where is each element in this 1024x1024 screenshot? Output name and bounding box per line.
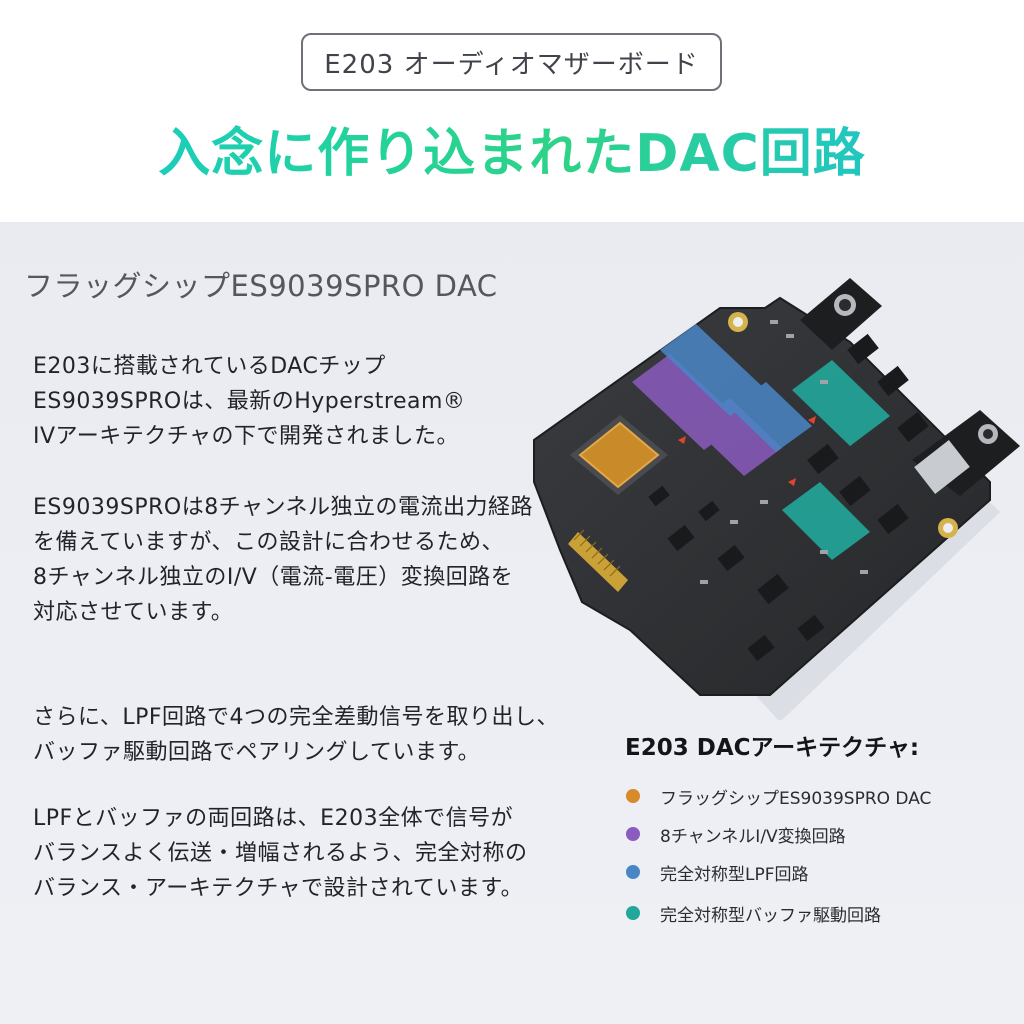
buffer-highlight — [782, 360, 890, 560]
legend-item-buffer: 完全対称型バッファ駆動回路 — [626, 901, 881, 926]
header-area: E203 オーディオマザーボード 入念に作り込まれたDAC回路 — [0, 0, 1024, 222]
dac-board-image — [520, 250, 1024, 722]
product-tag: E203 オーディオマザーボード — [301, 33, 722, 91]
paragraph-line: バッファ駆動回路でペアリングしています。 — [33, 740, 481, 765]
paragraph-line: 対応させています。 — [33, 600, 234, 625]
audio-jack — [800, 278, 882, 350]
legend-item-iv: 8チャンネルI/V変換回路 — [626, 822, 846, 847]
paragraph-line: LPFとバッファの両回路は、E203全体で信号が — [33, 806, 514, 831]
section-subtitle: フラッグシップES9039SPRO DAC — [24, 269, 498, 303]
paragraph-3: さらに、LPF回路で4つの完全差動信号を取り出し、 バッファ駆動回路でペアリング… — [33, 700, 593, 770]
paragraph-line: 8チャンネル独立のI/V（電流-電圧）変換回路を — [33, 565, 514, 590]
headline: 入念に作り込まれたDAC回路 — [0, 118, 1024, 190]
teal-dot-icon — [626, 906, 640, 920]
paragraph-line: ES9039SPROは8チャンネル独立の電流出力経路 — [33, 495, 534, 520]
paragraph-line: を備えていますが、この設計に合わせるため、 — [33, 530, 504, 555]
legend-label: 完全対称型LPF回路 — [660, 864, 809, 885]
board-illustration — [533, 278, 1020, 722]
paragraph-line: ES9039SPROは、最新のHyperstream® — [33, 389, 466, 414]
architecture-title: E203 DACアーキテクチャ: — [625, 735, 920, 761]
paragraph-line: IVアーキテクチャの下で開発されました。 — [33, 424, 459, 449]
pcb-board — [533, 296, 991, 696]
paragraph-line: E203に搭載されているDACチップ — [33, 354, 386, 379]
iv-converter-highlight — [632, 354, 782, 476]
paragraph-line: さらに、LPF回路で4つの完全差動信号を取り出し、 — [33, 705, 560, 730]
purple-dot-icon — [626, 827, 640, 841]
edge-connector — [568, 529, 628, 592]
dac-chip-highlight — [570, 415, 668, 495]
legend-item-dac: フラッグシップES9039SPRO DAC — [626, 784, 932, 809]
legend-item-lpf: 完全対称型LPF回路 — [626, 860, 809, 885]
legend-label: 8チャンネルI/V変換回路 — [660, 826, 846, 847]
paragraph-line: バランスよく伝送・増幅されるよう、完全対称の — [33, 841, 528, 866]
audio-jack — [912, 410, 1020, 496]
paragraph-2: ES9039SPROは8チャンネル独立の電流出力経路 を備えていますが、この設計… — [33, 490, 593, 630]
paragraph-line: バランス・アーキテクチャで設計されています。 — [33, 876, 524, 901]
legend-label: フラッグシップES9039SPRO DAC — [660, 788, 932, 809]
orange-dot-icon — [626, 789, 640, 803]
blue-dot-icon — [626, 865, 640, 879]
paragraph-1: E203に搭載されているDACチップ ES9039SPROは、最新のHypers… — [33, 349, 593, 454]
paragraph-4: LPFとバッファの両回路は、E203全体で信号が バランスよく伝送・増幅されるよ… — [33, 801, 593, 906]
legend-label: 完全対称型バッファ駆動回路 — [660, 905, 881, 926]
lpf-highlight — [660, 324, 812, 452]
